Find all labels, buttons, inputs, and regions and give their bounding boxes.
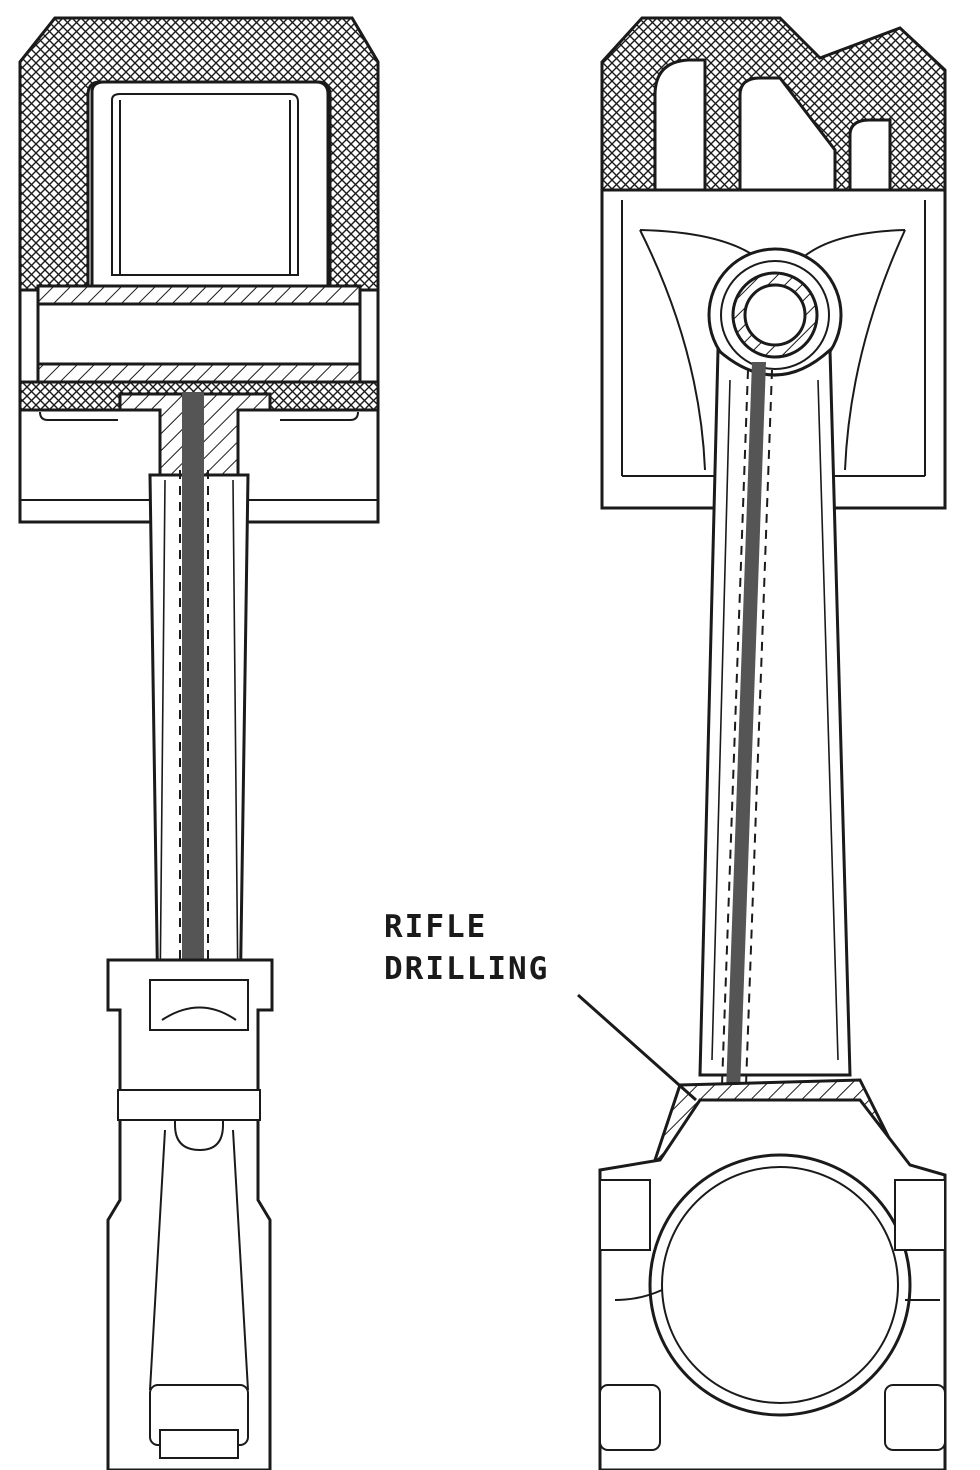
right-rifle-drilling-passage: [724, 362, 766, 1148]
left-oil-passage: [182, 392, 204, 972]
left-rod-big-end: [106, 958, 274, 1470]
right-assembly: [577, 16, 947, 1470]
callout-line-2: DRILLING: [384, 951, 550, 987]
left-wrist-pin-top: [36, 284, 362, 306]
callout-leader-line: [577, 993, 697, 1102]
rifle-drilling-label: RIFLE DRILLING: [384, 906, 549, 990]
left-wrist-pin-bottom: [36, 362, 362, 384]
left-assembly: [18, 16, 380, 1470]
callout-line-1: RIFLE: [384, 909, 488, 945]
left-wrist-pin: [36, 302, 362, 366]
